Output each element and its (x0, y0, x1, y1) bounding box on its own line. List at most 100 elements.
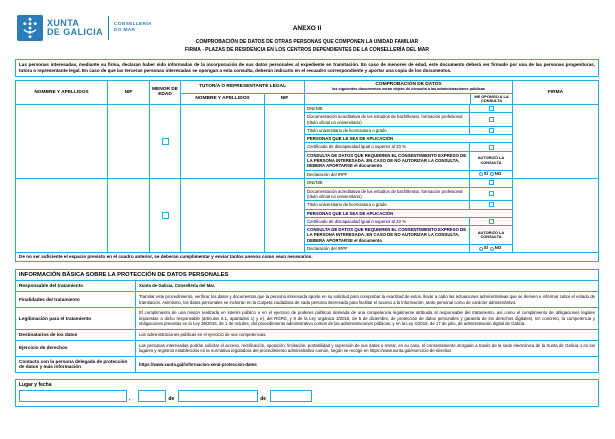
irpf-label: Declaración del IRPF (305, 245, 470, 253)
irpf-yes-radio[interactable] (478, 246, 483, 251)
xunta-logo-text: XUNTA DE GALICIA (47, 18, 103, 38)
irpf-no-label: NO (494, 171, 502, 177)
privacy-label-legitimacion: Legitimación para el tratamiento (16, 308, 136, 330)
form-title: COMPROBACIÓN DE DATOS DE OTRAS PERSONAS … (15, 39, 599, 54)
table-note: De no ser suficiente el espacio previsto… (19, 254, 313, 260)
studies-oppose-checkbox[interactable] (488, 191, 494, 197)
place-date-label: Lugar y fecha (19, 382, 52, 389)
firma-field[interactable] (513, 105, 598, 178)
irpf-yes-label: SÍ (483, 245, 488, 251)
degree-oppose-cell (470, 127, 512, 134)
degree-label: Título universitario de licenciatura o g… (305, 127, 470, 135)
dept-line1: CONSELLERÍA (114, 22, 152, 28)
month-input[interactable] (178, 390, 259, 403)
nif-field[interactable] (108, 104, 150, 179)
privacy-label-responsable: Responsable del tratamiento (16, 281, 136, 293)
disability-oppose-cell (470, 218, 512, 225)
place-input[interactable] (19, 390, 127, 403)
place-date-fields: , de de (19, 390, 595, 403)
privacy-value-ejercicio: Las personas interesadas podrán solicita… (136, 341, 598, 357)
authorize-header: AUTORIZO LA CONSULTA (477, 155, 505, 165)
privacy-value-responsable: Xunta de Galicia. Consellería del Mar. (136, 281, 598, 293)
menor-edad-checkbox[interactable] (161, 212, 169, 220)
tutor-nombre-field[interactable] (181, 179, 265, 253)
person-row-1: DNI/NIE Documentación acreditativa de lo… (16, 104, 598, 180)
family-members-table: NOMBRE Y APELLIDOS NIF MENOR DE EDAD TUT… (15, 79, 599, 263)
nif-field[interactable] (108, 179, 150, 253)
xunta-emblem-icon (17, 15, 43, 41)
aeat-notice: CONSULTA DE DATOS QUE REQUIEREN EL CONSE… (305, 151, 470, 170)
consent-row-dni: DNI/NIE (305, 104, 512, 114)
irpf-label: Declaración del IRPF (305, 170, 470, 179)
dni-oppose-cell (470, 179, 512, 186)
irpf-no-label: NO (494, 245, 502, 251)
irpf-authorize-cell: SÍ NO (470, 245, 512, 252)
consent-row-applicable: PERSONAS QUE LE SEA DE APLICACIÓN (305, 135, 512, 144)
aeat-notice: CONSULTA DE DATOS QUE REQUIEREN EL CONSE… (305, 225, 470, 245)
menor-edad-cell (150, 104, 181, 179)
degree-oppose-checkbox[interactable] (488, 128, 494, 134)
place-date-section: Lugar y fecha , de de (15, 379, 599, 408)
consent-row-dni: DNI/NIE (305, 179, 512, 188)
disability-oppose-checkbox[interactable] (488, 144, 494, 150)
privacy-table: Responsable del tratamiento Xunta de Gal… (16, 280, 598, 373)
col-header-nombre: NOMBRE Y APELLIDOS (16, 80, 108, 104)
applicable-header: PERSONAS QUE LE SEA DE APLICACIÓN (307, 210, 394, 216)
firma-field[interactable] (513, 179, 598, 252)
form-title-line1: COMPROBACIÓN DE DATOS DE OTRAS PERSONAS … (195, 39, 419, 45)
nombre-apellidos-field[interactable] (16, 179, 108, 253)
consent-row-aeat: CONSULTA DE DATOS QUE REQUIEREN EL CONSE… (305, 151, 512, 171)
studies-oppose-cell (470, 188, 512, 201)
col-header-oppose: ME OPONGO A LA CONSULTA (471, 92, 513, 104)
comprobacion-cell: DNI/NIE Documentación acreditativa de lo… (305, 179, 513, 253)
dni-oppose-checkbox[interactable] (488, 106, 494, 112)
irpf-no-radio[interactable] (489, 172, 494, 177)
privacy-label-contacto: Contacto con la persona delegada de prot… (16, 356, 136, 373)
page-header: XUNTA DE GALICIA CONSELLERÍA DO MAR ANEX… (15, 12, 599, 59)
privacy-label-destinatarios: Destinatarios de los datos (16, 329, 136, 341)
irpf-yes-radio[interactable] (478, 172, 483, 177)
xunta-logo: XUNTA DE GALICIA CONSELLERÍA DO MAR (17, 15, 152, 41)
logo-divider (108, 16, 110, 40)
privacy-title: INFORMACIÓN BÁSICA SOBRE LA PROTECCIÓN D… (19, 272, 229, 279)
comprobacion-subtitle: los siguientes documentos serán objeto d… (332, 87, 485, 92)
privacy-label-ejercicio: Ejercicio de derechos (16, 340, 136, 357)
irpf-no-radio[interactable] (489, 246, 494, 251)
consent-row-aeat: CONSULTA DE DATOS QUE REQUIEREN EL CONSE… (305, 225, 512, 246)
year-input[interactable] (270, 390, 313, 403)
privacy-value-destinatarios: Las administraciones públicas en el ejer… (136, 330, 598, 341)
table-header: NOMBRE Y APELLIDOS NIF MENOR DE EDAD TUT… (16, 80, 598, 105)
privacy-contact-link[interactable]: https://www.xunta.gal/informacion-xeral-… (139, 361, 257, 367)
dni-oppose-checkbox[interactable] (488, 180, 494, 186)
tutor-nif-field[interactable] (265, 179, 305, 253)
comprobacion-cell: DNI/NIE Documentación acreditativa de lo… (305, 104, 513, 179)
comma-separator: , (129, 396, 131, 403)
col-header-tutor-nif: NIF (265, 92, 305, 104)
degree-oppose-cell (470, 201, 512, 208)
col-header-nif: NIF (108, 80, 150, 104)
disability-oppose-checkbox[interactable] (488, 218, 494, 224)
studies-oppose-cell (470, 113, 512, 126)
authorize-header: AUTORIZO LA CONSULTA (477, 229, 505, 239)
menor-edad-checkbox[interactable] (161, 138, 169, 146)
consent-row-disability: Certificado de discapacidad igual o supe… (305, 217, 512, 226)
day-input[interactable] (138, 390, 167, 403)
degree-oppose-checkbox[interactable] (488, 202, 494, 208)
nombre-apellidos-field[interactable] (16, 104, 108, 179)
consent-row-degree: Título universitario de licenciatura o g… (305, 201, 512, 210)
irpf-yes-label: SÍ (483, 171, 488, 177)
consent-row-degree: Título universitario de licenciatura o g… (305, 127, 512, 136)
col-header-firma: FIRMA (547, 89, 564, 95)
col-header-tutor: TUTOR/A O REPRESENTANTE LEGAL (181, 80, 305, 93)
tutor-nif-field[interactable] (265, 104, 305, 179)
studies-oppose-checkbox[interactable] (488, 117, 494, 123)
consent-row-disability: Certificado de discapacidad igual o supe… (305, 143, 512, 152)
form-title-line2: FIRMA - PLAZAS DE RESIDENCIA EN LOS CENT… (185, 46, 429, 53)
de-separator-1: de (168, 396, 175, 403)
col-header-tutor-nombre: NOMBRE Y APELLIDOS (181, 92, 265, 104)
applicable-header: PERSONAS QUE LE SEA DE APLICACIÓN (307, 136, 394, 142)
tutor-nombre-field[interactable] (181, 104, 265, 179)
consent-row-irpf: Declaración del IRPF SÍ NO (305, 245, 512, 253)
consent-row-studies: Documentación acreditativa de los estudi… (305, 187, 512, 202)
